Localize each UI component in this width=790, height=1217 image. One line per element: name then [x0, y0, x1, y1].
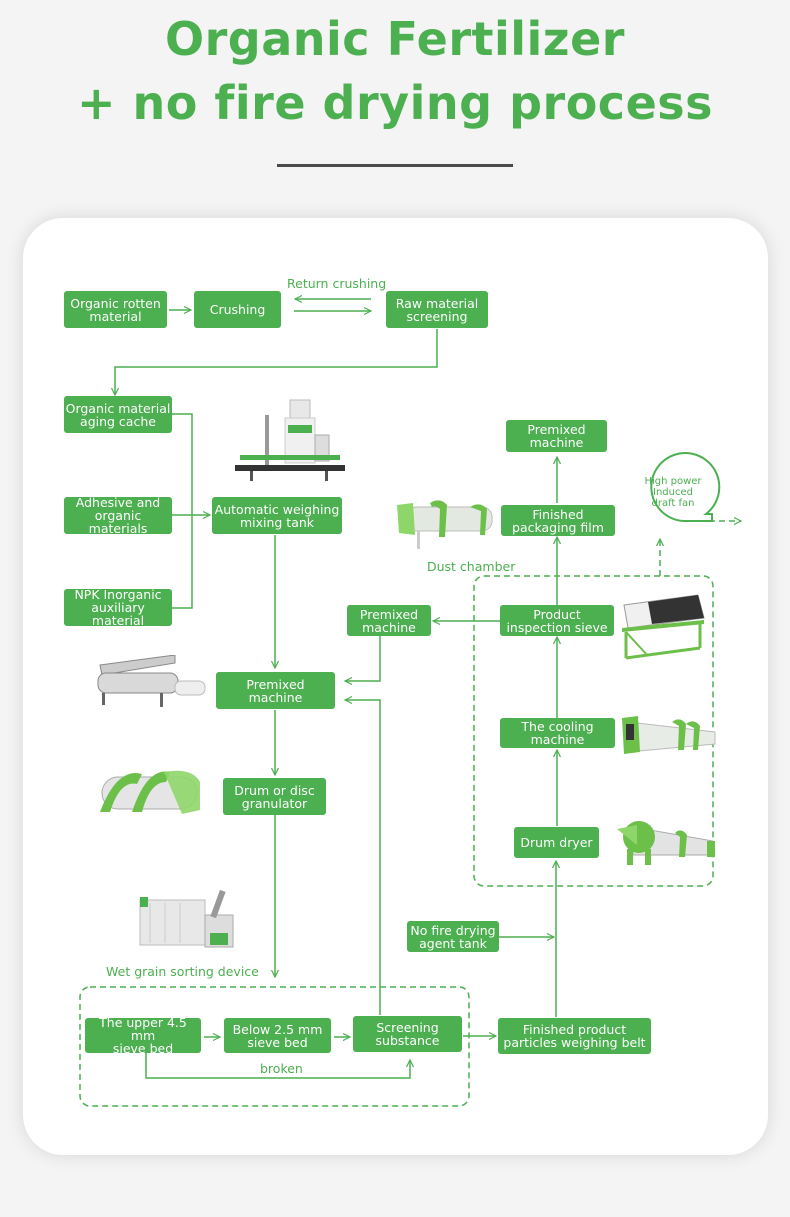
title-divider	[277, 164, 513, 167]
node-product-inspection-sieve: Product inspection sieve	[500, 605, 614, 636]
node-organic-material-aging-cache: Organic material aging cache	[64, 396, 172, 433]
label-high-power-fan: High power Induced draft fan	[644, 476, 702, 509]
arrow-screening-substance-to-premixed	[345, 700, 381, 1015]
arrow-return-premixed-to-premixed	[345, 636, 381, 681]
node-finished-packaging-film: Finished packaging film	[501, 505, 615, 536]
node-organic-rotten-material: Organic rotten material	[64, 291, 167, 328]
rotary-screener-image	[622, 594, 705, 660]
node-cooling-machine: The cooling machine	[500, 718, 615, 748]
node-premixed-machine-main: Premixed machine	[216, 672, 335, 709]
node-premixed-machine-return: Premixed machine	[347, 605, 431, 636]
wet-grain-sorting-machine-image	[139, 889, 234, 948]
label-wet-grain-sorting: Wet grain sorting device	[106, 964, 259, 979]
horizontal-mixer-image	[97, 655, 206, 707]
title-line-1: Organic Fertilizer	[165, 12, 625, 66]
fan-casing	[650, 452, 721, 522]
node-auto-weighing-mixing-tank: Automatic weighing mixing tank	[212, 497, 342, 534]
node-adhesive-organic: Adhesive and organic materials	[64, 496, 172, 535]
bus-aging	[172, 413, 193, 609]
title-line-2: + no fire drying process	[76, 76, 714, 130]
label-dust-chamber: Dust chamber	[427, 559, 516, 574]
label-broken: broken	[260, 1061, 303, 1076]
node-premixed-machine-top: Premixed machine	[506, 420, 607, 452]
node-upper-sieve-bed: The upper 4.5 mm sieve bed	[85, 1016, 201, 1055]
drum-dryer-image	[617, 821, 715, 865]
label-return-crushing: Return crushing	[287, 276, 387, 291]
node-crushing: Crushing	[194, 291, 281, 328]
weighing-packing-machine-image	[235, 399, 345, 481]
node-raw-material-screening: Raw material screening	[386, 291, 488, 328]
node-drum-dryer: Drum dryer	[514, 827, 599, 858]
node-finished-weighing-belt: Finished product particles weighing belt	[498, 1018, 651, 1054]
sieve-region	[79, 986, 470, 1107]
node-no-fire-drying-agent-tank: No fire drying agent tank	[407, 921, 499, 952]
cooling-drum-image	[622, 716, 716, 754]
drum-granulator-image	[100, 770, 200, 814]
node-drum-disc-granulator: Drum or disc granulator	[223, 778, 326, 815]
node-screening-substance: Screening substance	[353, 1016, 462, 1052]
arrow-broken	[145, 1053, 410, 1079]
node-npk-inorganic: NPK Inorganic auxiliary material	[64, 588, 172, 627]
arrow-screening-to-aging	[115, 329, 438, 395]
dust-chamber-cyclone-drum-image	[397, 500, 493, 549]
node-below-sieve-bed: Below 2.5 mm sieve bed	[224, 1018, 331, 1053]
